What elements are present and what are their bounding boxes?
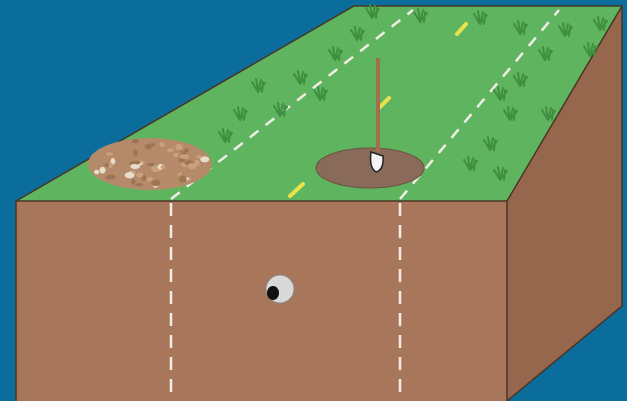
rock-stone [165,154,169,160]
rock-stone [182,151,187,155]
shovel-blade [371,152,384,172]
rock-stone [133,149,138,156]
rock-stone [125,172,135,178]
rock-stone [167,148,174,152]
rock-stone [179,176,187,183]
rock-stone [196,155,202,158]
rock-stone [193,169,200,174]
rock-stone [151,180,160,187]
rock-stone [91,162,99,167]
rock-stone [145,144,152,149]
rock-stone [106,152,113,155]
rock-stone [100,167,106,174]
rock-stone [135,183,143,186]
rock-stone [109,163,113,168]
rock-stone [166,165,172,172]
rock-pile-icon [88,138,212,190]
soil-front-face [16,201,507,401]
rock-stone [161,165,166,169]
rock-stone [94,170,99,175]
rock-stone [180,154,189,159]
rock-stone [175,144,182,151]
rock-stone [106,175,111,179]
rock-stone [132,139,140,143]
rock-stone [134,161,141,165]
pipe-icon [266,275,294,303]
pipe-opening [267,286,279,300]
rock-stone [174,168,181,174]
mound-icon [316,148,424,188]
rock-stone [147,163,155,166]
rock-stone [173,153,178,157]
rock-stone [136,172,143,177]
rock-stone [104,163,109,167]
rock-stone [128,153,134,156]
rock-stone [146,152,152,158]
rock-stone [159,142,165,147]
rock-stone [107,155,112,160]
rock-stone [131,179,135,185]
rock-stone [116,152,122,157]
rock-stone [160,179,166,182]
rock-stone [195,160,200,166]
